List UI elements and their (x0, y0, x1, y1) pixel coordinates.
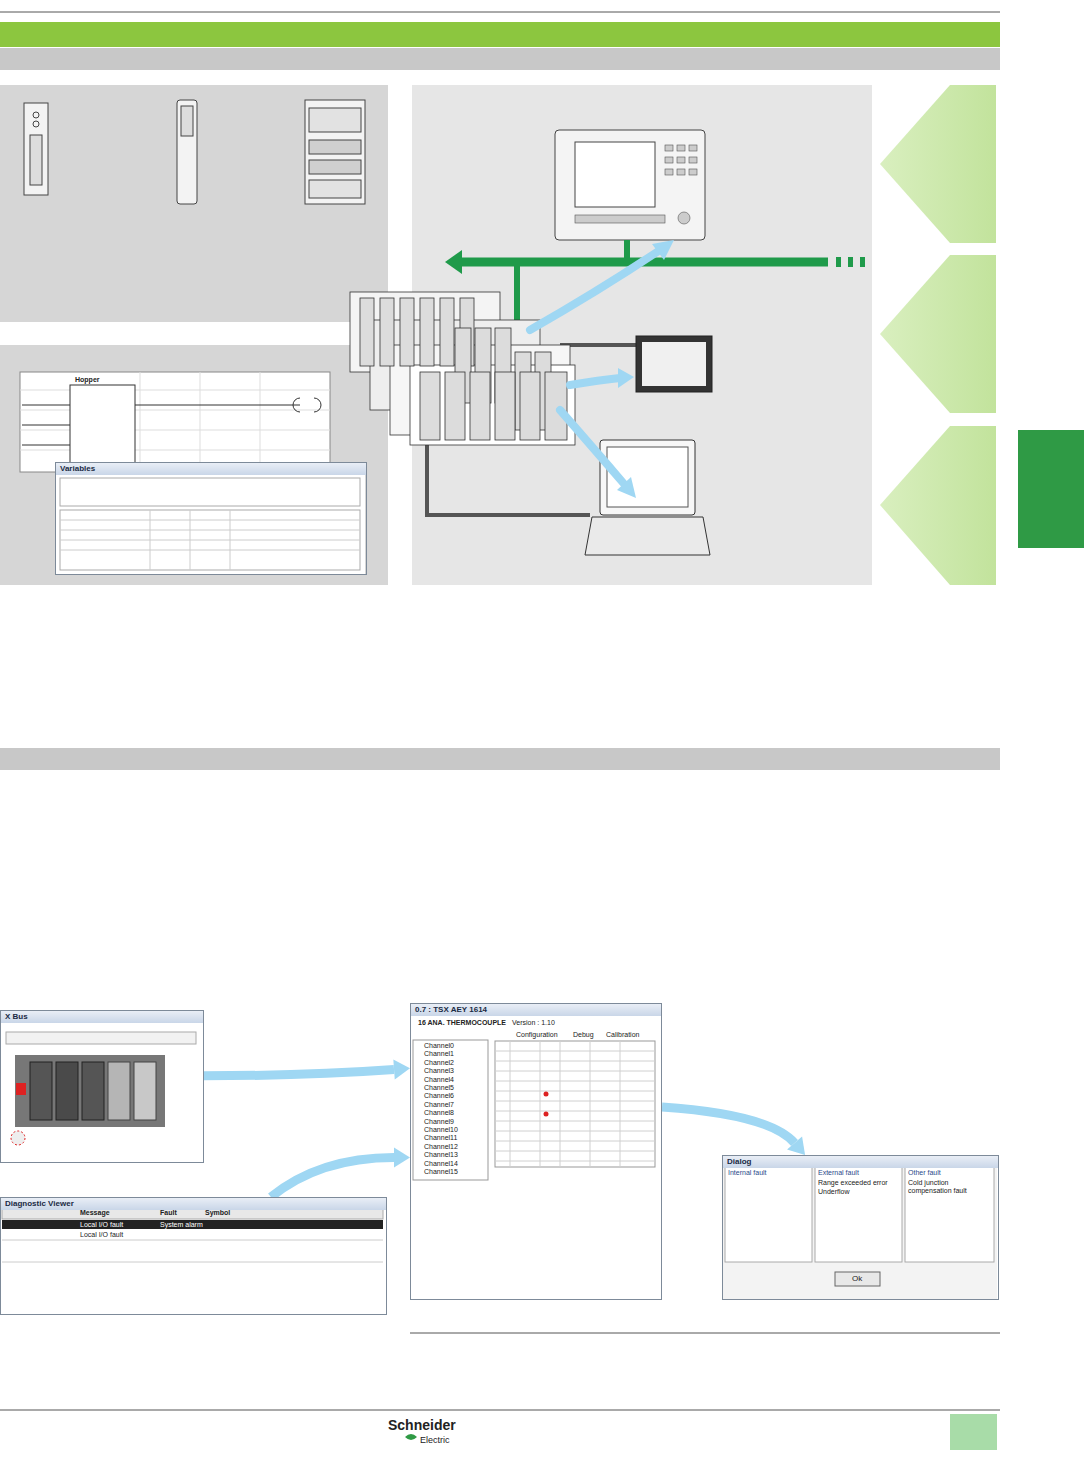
arrow-head (787, 1136, 805, 1155)
tab: Calibration (606, 1031, 639, 1039)
channel-name: Channel12 (424, 1143, 458, 1151)
channel-name: Channel3 (424, 1067, 454, 1075)
channel-name: Channel15 (424, 1168, 458, 1176)
tab: Configuration (516, 1031, 558, 1039)
column-header: Message (80, 1209, 110, 1217)
channel-name: Channel14 (424, 1160, 458, 1168)
channel-name: Channel9 (424, 1118, 454, 1126)
version: Version : 1.10 (512, 1019, 555, 1027)
fault-message: Range exceeded error (818, 1179, 888, 1187)
table-cell: Local I/O fault (80, 1221, 123, 1229)
brand-name: Electric (420, 1435, 450, 1445)
window-title: Diagnostic Viewer (1, 1198, 386, 1210)
channel-name: Channel7 (424, 1101, 454, 1109)
tab: Debug (573, 1031, 594, 1039)
software-window: X Bus (0, 1010, 204, 1163)
arrow-head (393, 1060, 410, 1080)
fault-message: Cold junction compensation fault (908, 1179, 992, 1195)
arrow-line (204, 1069, 394, 1075)
column-header: Fault (160, 1209, 177, 1217)
arrow-line (662, 1107, 795, 1143)
arrow-head (394, 1147, 410, 1167)
channel-name: Channel0 (424, 1042, 454, 1050)
fault-group: External fault (818, 1169, 859, 1177)
table-cell: System alarm (160, 1221, 203, 1229)
channel-name: Channel2 (424, 1059, 454, 1067)
channel-name: Channel10 (424, 1126, 458, 1134)
fault-group: Internal fault (728, 1169, 767, 1177)
channel-name: Channel5 (424, 1084, 454, 1092)
column-header: Symbol (205, 1209, 230, 1217)
table-cell: Local I/O fault (80, 1231, 123, 1239)
fault-message: Underflow (818, 1188, 850, 1196)
channel-name: Channel4 (424, 1076, 454, 1084)
window-title: 0.7 : TSX AEY 1614 (411, 1004, 661, 1016)
software-window: Variables (55, 462, 367, 575)
brand-name: Schneider (388, 1417, 456, 1433)
software-window: Diagnostic Viewer (0, 1197, 387, 1315)
window-title: Dialog (723, 1156, 998, 1168)
module-type: 16 ANA. THERMOCOUPLE (418, 1019, 506, 1027)
channel-name: Channel13 (424, 1151, 458, 1159)
button-label: Ok (852, 1274, 862, 1283)
channel-name: Channel8 (424, 1109, 454, 1117)
channel-name: Channel11 (424, 1134, 457, 1142)
flow-arrow (662, 1107, 805, 1155)
flow-arrow (271, 1147, 410, 1197)
flow-arrow (204, 1060, 410, 1080)
fault-group: Other fault (908, 1169, 941, 1177)
block-name: Hopper (75, 376, 100, 384)
window-title: X Bus (1, 1011, 203, 1023)
channel-name: Channel1 (424, 1050, 454, 1058)
arrow-line (271, 1157, 394, 1197)
channel-name: Channel6 (424, 1092, 454, 1100)
window-title: Variables (56, 463, 366, 475)
